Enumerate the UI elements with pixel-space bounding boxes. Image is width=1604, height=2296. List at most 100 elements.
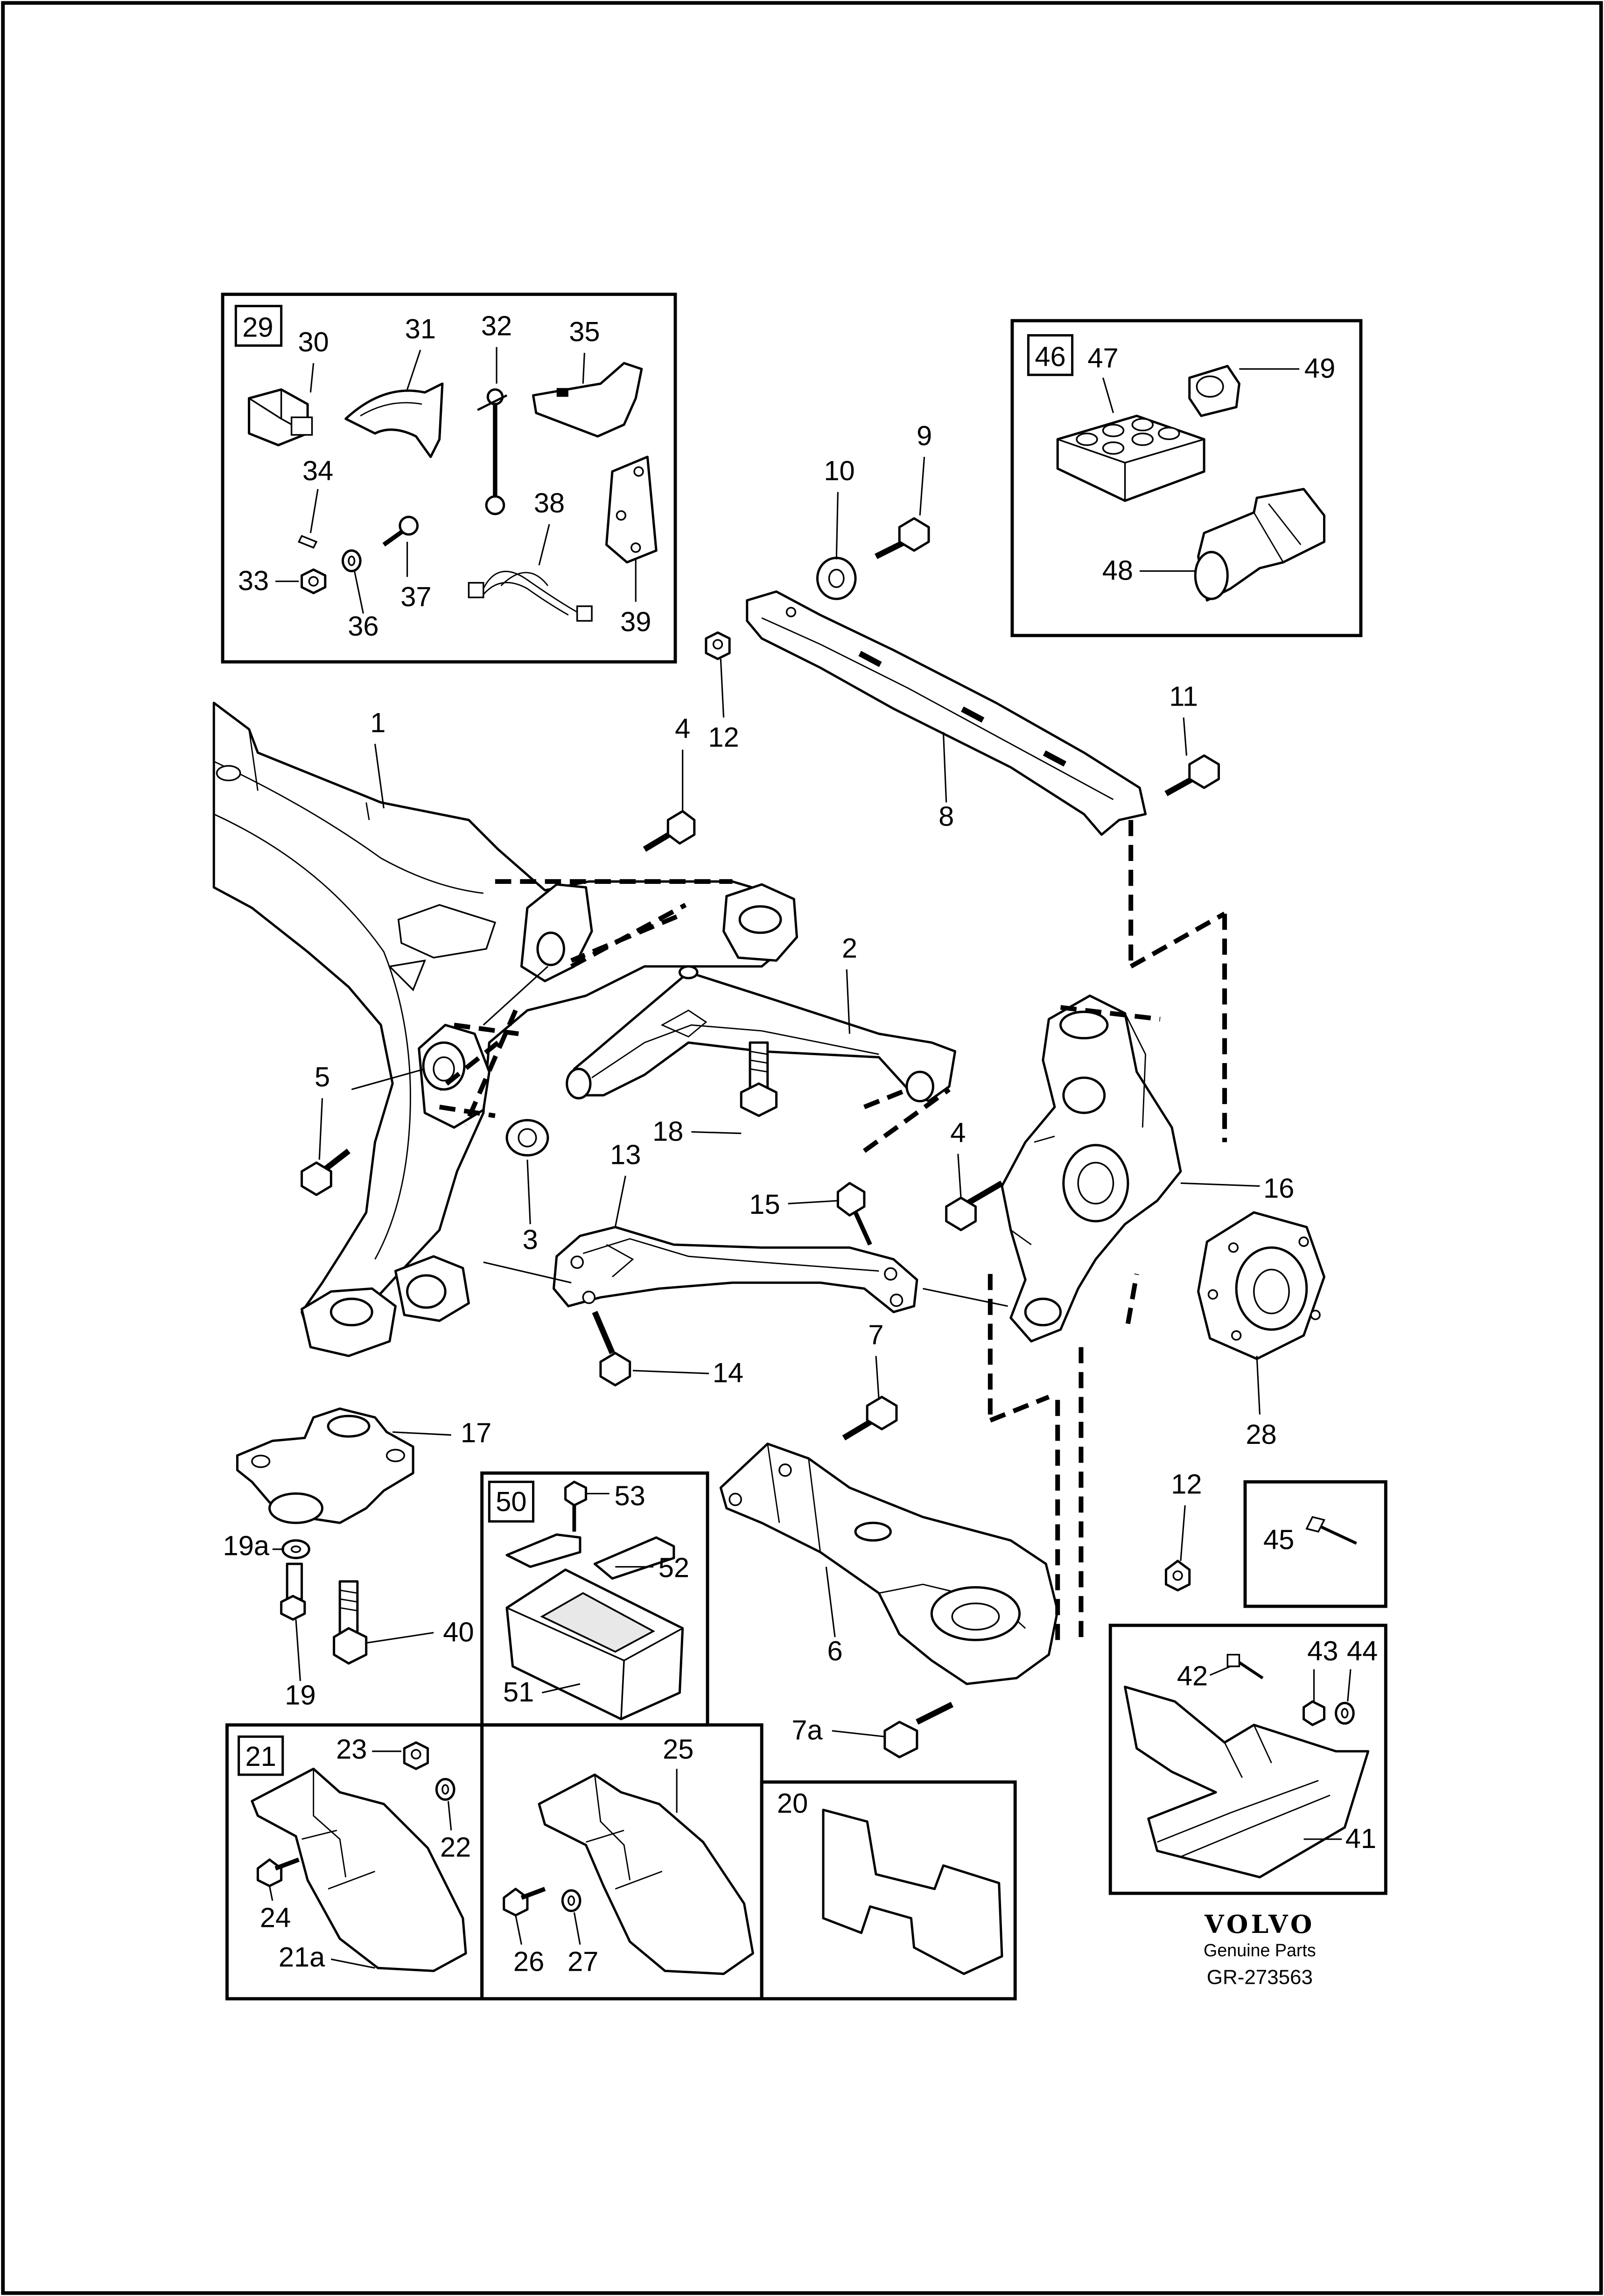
callout-33: 33 xyxy=(238,565,269,596)
sensor-cover-part xyxy=(344,382,444,458)
sleeve-49-part xyxy=(1188,364,1240,417)
callout-4-lower: 4 xyxy=(950,1117,966,1148)
group-21-panel: 21 23 22 24 21a xyxy=(225,1723,484,2001)
callout-28: 28 xyxy=(1246,1419,1276,1450)
knuckle-part xyxy=(1001,994,1182,1343)
callout-19a: 19a xyxy=(223,1530,270,1561)
callout-17: 17 xyxy=(461,1417,491,1449)
callout-26: 26 xyxy=(513,1946,544,1977)
bolt-53-part xyxy=(564,1480,588,1532)
callout-6: 6 xyxy=(827,1635,843,1666)
bolt-15-part xyxy=(836,1182,872,1246)
callout-49: 49 xyxy=(1304,353,1335,384)
bolt-26-part xyxy=(503,1887,546,1917)
callout-4-upper: 4 xyxy=(675,713,690,744)
bolt-37-part xyxy=(382,516,419,547)
nut-43-part xyxy=(1303,1700,1325,1726)
washer-27-part xyxy=(561,1889,581,1912)
nut-12-lower-part xyxy=(1164,1560,1191,1592)
sensor-bracket-part xyxy=(532,362,643,438)
washer-36-part xyxy=(341,549,362,573)
callout-21: 21 xyxy=(245,1741,276,1772)
callout-11: 11 xyxy=(1169,680,1198,712)
bolt-5-part xyxy=(301,1148,350,1196)
callout-12-upper: 12 xyxy=(708,721,739,753)
callout-7a: 7a xyxy=(791,1715,823,1746)
callout-30: 30 xyxy=(298,326,329,357)
clamp-52-part xyxy=(505,1533,675,1580)
callout-37: 37 xyxy=(400,581,431,612)
callout-39: 39 xyxy=(620,606,651,637)
tie-bar-part xyxy=(746,590,1147,836)
callout-22: 22 xyxy=(440,1832,471,1863)
callout-46: 46 xyxy=(1035,341,1065,372)
underbody-shield-part xyxy=(1124,1686,1370,1879)
callout-24: 24 xyxy=(260,1902,291,1933)
callout-35: 35 xyxy=(569,316,600,347)
callout-23: 23 xyxy=(336,1733,367,1764)
bolt-7-part xyxy=(842,1395,898,1441)
callout-12-lower: 12 xyxy=(1171,1469,1202,1500)
callout-18: 18 xyxy=(652,1115,683,1147)
callout-50: 50 xyxy=(496,1486,526,1517)
nut-23-part xyxy=(403,1741,429,1770)
callout-16: 16 xyxy=(1263,1173,1294,1204)
washer-3-part xyxy=(505,1119,549,1157)
mudflap-21a-part xyxy=(251,1767,467,1972)
callout-9: 9 xyxy=(917,420,932,451)
wheel-hub-part xyxy=(1197,1211,1325,1360)
group-20-panel: 20 xyxy=(760,1780,1017,2001)
callout-53: 53 xyxy=(615,1480,645,1512)
bolt-14-part xyxy=(592,1310,631,1386)
washer-19a-part xyxy=(281,1539,310,1560)
subframe-part xyxy=(212,701,798,1358)
rivet-42-part xyxy=(1226,1653,1264,1680)
callout-47: 47 xyxy=(1087,343,1118,374)
bolt-4-lower-part xyxy=(945,1180,1004,1232)
callout-20: 20 xyxy=(777,1788,808,1819)
callout-48: 48 xyxy=(1102,555,1133,586)
trailing-arm-part xyxy=(719,1442,1059,1685)
callout-5: 5 xyxy=(315,1061,330,1092)
bolt-18-part xyxy=(740,1041,778,1117)
genuine-parts-label: Genuine Parts xyxy=(1204,1940,1316,1960)
callout-10: 10 xyxy=(824,455,855,486)
callout-7: 7 xyxy=(868,1319,883,1350)
sensor-cable-part xyxy=(483,571,578,616)
washer-10-part xyxy=(816,556,857,600)
bolt-11-part xyxy=(1164,754,1220,797)
callout-29: 29 xyxy=(242,312,273,343)
callout-14: 14 xyxy=(713,1357,743,1388)
washer-44-part xyxy=(1335,1701,1355,1725)
link-rod-part xyxy=(477,388,508,515)
callout-27: 27 xyxy=(567,1946,598,1977)
group-46-panel: 46 47 49 48 xyxy=(1010,319,1363,637)
nut-12-upper-part xyxy=(705,631,731,660)
callout-41: 41 xyxy=(1345,1823,1376,1854)
callout-3: 3 xyxy=(523,1224,538,1255)
callout-32: 32 xyxy=(481,310,512,342)
callout-43: 43 xyxy=(1307,1635,1338,1666)
bushing-48-part xyxy=(1194,488,1325,602)
underbody-shield-panel: 42 43 44 41 xyxy=(1108,1624,1387,1895)
callout-45: 45 xyxy=(1263,1524,1294,1555)
callout-1: 1 xyxy=(370,707,385,738)
subframe-mount-part xyxy=(236,1407,414,1524)
group-29-panel: 29 30 31 32 3 xyxy=(221,293,677,664)
callout-42: 42 xyxy=(1177,1660,1208,1692)
callout-51: 51 xyxy=(503,1676,534,1708)
bolt-40-part xyxy=(333,1580,368,1665)
branding-block: VOLVO Genuine Parts GR-273563 xyxy=(1204,1910,1316,1989)
screw-34-part xyxy=(297,535,318,549)
assembly-dashed-lines xyxy=(438,820,1227,1640)
callout-34: 34 xyxy=(302,455,333,486)
group-45-panel: 45 xyxy=(1243,1480,1387,1608)
group-50-panel: 50 53 52 51 xyxy=(480,1471,709,1727)
callout-31: 31 xyxy=(405,313,436,344)
upper-control-arm-part xyxy=(566,965,957,1103)
callout-19: 19 xyxy=(285,1679,315,1710)
washer-22-part xyxy=(435,1778,455,1801)
